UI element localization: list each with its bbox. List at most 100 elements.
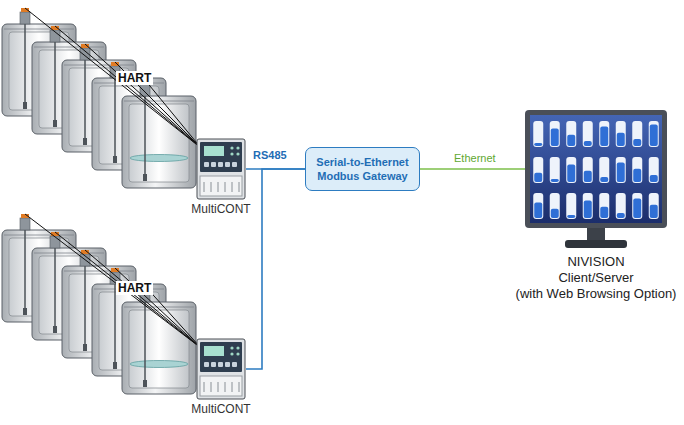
gauge-level bbox=[567, 135, 575, 146]
tank-rim bbox=[124, 101, 194, 102]
gauge-level bbox=[600, 177, 608, 182]
tank-gauge bbox=[616, 193, 626, 219]
button bbox=[225, 162, 230, 167]
probe-weight bbox=[23, 308, 27, 315]
terminal-slot bbox=[204, 182, 205, 192]
display bbox=[204, 146, 224, 156]
button bbox=[211, 362, 216, 367]
gauge-level bbox=[551, 179, 559, 182]
button bbox=[211, 162, 216, 167]
hart-cable bbox=[115, 62, 201, 148]
tank-gauge bbox=[632, 193, 642, 219]
hart-cable bbox=[55, 232, 201, 348]
probe-rod bbox=[144, 96, 146, 176]
hart-cable bbox=[115, 268, 201, 348]
terminal-slot bbox=[232, 182, 233, 192]
monitor-screen bbox=[525, 110, 667, 250]
gauge-level bbox=[534, 173, 542, 182]
tank-gauge bbox=[550, 193, 560, 219]
led bbox=[236, 352, 239, 355]
tank-gauge bbox=[566, 193, 576, 219]
hart-cable bbox=[55, 26, 201, 148]
gauge-level bbox=[584, 141, 592, 146]
front-panel bbox=[200, 342, 242, 372]
tank-group bbox=[2, 214, 201, 394]
link-label: Ethernet bbox=[452, 152, 498, 164]
tank-gauge bbox=[550, 121, 560, 147]
tank-group bbox=[2, 8, 201, 188]
button bbox=[218, 162, 223, 167]
terminal-slot bbox=[232, 382, 233, 392]
probe-weight bbox=[143, 174, 147, 181]
tank-rim bbox=[4, 29, 74, 30]
button bbox=[225, 362, 230, 367]
device-name: MultiCONT bbox=[188, 402, 254, 416]
led bbox=[236, 146, 239, 149]
device-body bbox=[197, 339, 245, 399]
probe-weight bbox=[53, 120, 57, 127]
hart-cable bbox=[25, 8, 201, 148]
led bbox=[236, 152, 239, 155]
screen bbox=[530, 115, 662, 223]
tank-gauge bbox=[533, 157, 543, 183]
tank-rim bbox=[34, 253, 104, 254]
tank-gauge bbox=[649, 157, 659, 183]
display bbox=[204, 346, 224, 356]
gateway-label: Serial-to-Ethernet Modbus Gateway bbox=[312, 155, 413, 183]
gateway-box: Serial-to-Ethernet Modbus Gateway bbox=[305, 147, 420, 191]
probe-rod bbox=[24, 24, 26, 104]
device-role: Client/Server bbox=[510, 270, 682, 286]
tank-gauge bbox=[566, 121, 576, 147]
button bbox=[204, 162, 209, 167]
tank-rim bbox=[124, 307, 194, 308]
button bbox=[232, 362, 237, 367]
terminal-slot bbox=[211, 182, 212, 192]
multicont-device bbox=[196, 138, 246, 200]
terminal-slot bbox=[225, 382, 226, 392]
hart-cable bbox=[85, 250, 201, 348]
terminal-slot bbox=[204, 382, 205, 392]
tank-gauge bbox=[599, 193, 609, 219]
tank-inner bbox=[129, 310, 189, 388]
gauge-level bbox=[633, 139, 641, 146]
rs485-link bbox=[246, 169, 305, 369]
probe-rod bbox=[54, 248, 56, 328]
probe-rod bbox=[114, 284, 116, 364]
gauge-level bbox=[633, 198, 641, 218]
probe-rod bbox=[54, 42, 56, 122]
gauge-level bbox=[551, 209, 559, 218]
device-role: (with Web Browsing Option) bbox=[510, 286, 682, 302]
hart-cable bbox=[25, 214, 201, 348]
gauge-level bbox=[600, 126, 608, 146]
gauge-level bbox=[534, 143, 542, 146]
gauge-level bbox=[600, 207, 608, 218]
terminal-slot bbox=[239, 382, 240, 392]
gauge-level bbox=[650, 175, 658, 182]
led bbox=[230, 152, 233, 155]
liquid-level bbox=[130, 361, 188, 368]
probe-rod bbox=[24, 230, 26, 310]
monitor-node: NIVISIONClient/Server(with Web Browsing … bbox=[510, 110, 682, 302]
terminal-slot bbox=[218, 382, 219, 392]
tank-gauge bbox=[583, 193, 593, 219]
device-name: MultiCONT bbox=[188, 202, 254, 216]
tank-gauge bbox=[616, 157, 626, 183]
tank-rim bbox=[34, 47, 104, 48]
probe-weight bbox=[83, 344, 87, 351]
monitor-neck bbox=[587, 228, 605, 242]
probe-weight bbox=[53, 326, 57, 333]
device-body bbox=[197, 139, 245, 199]
gauge-level bbox=[617, 133, 625, 146]
probe-weight bbox=[83, 138, 87, 145]
sensor-head bbox=[20, 12, 30, 24]
tank-gauge bbox=[649, 193, 659, 219]
tank-rim bbox=[4, 235, 74, 236]
gauge-level bbox=[617, 162, 625, 182]
tank-gauge bbox=[649, 121, 659, 147]
hart-cable bbox=[145, 286, 201, 348]
device-name: NIVISION bbox=[510, 254, 682, 270]
button bbox=[204, 362, 209, 367]
gauge-level bbox=[650, 205, 658, 218]
button bbox=[232, 162, 237, 167]
terminal-slot bbox=[218, 182, 219, 192]
